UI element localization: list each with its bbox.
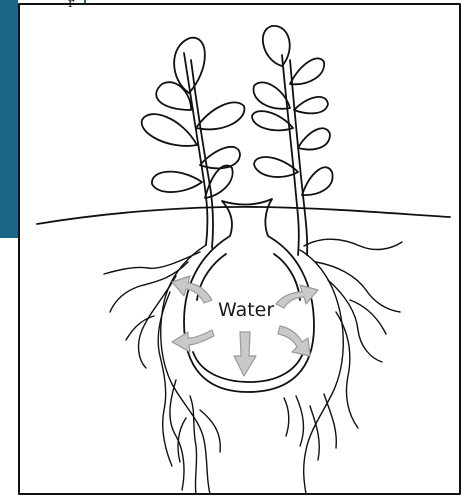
right-leaves	[252, 26, 333, 195]
left-stem-inner	[191, 60, 213, 248]
ground-line	[37, 207, 450, 224]
left-leaves	[142, 38, 245, 198]
arrow-down-left	[172, 330, 214, 352]
arrow-down	[234, 332, 256, 376]
water-label: Water	[218, 298, 274, 322]
arrow-down-right	[278, 326, 310, 356]
frame-border	[19, 4, 460, 494]
roots-right	[284, 239, 402, 494]
